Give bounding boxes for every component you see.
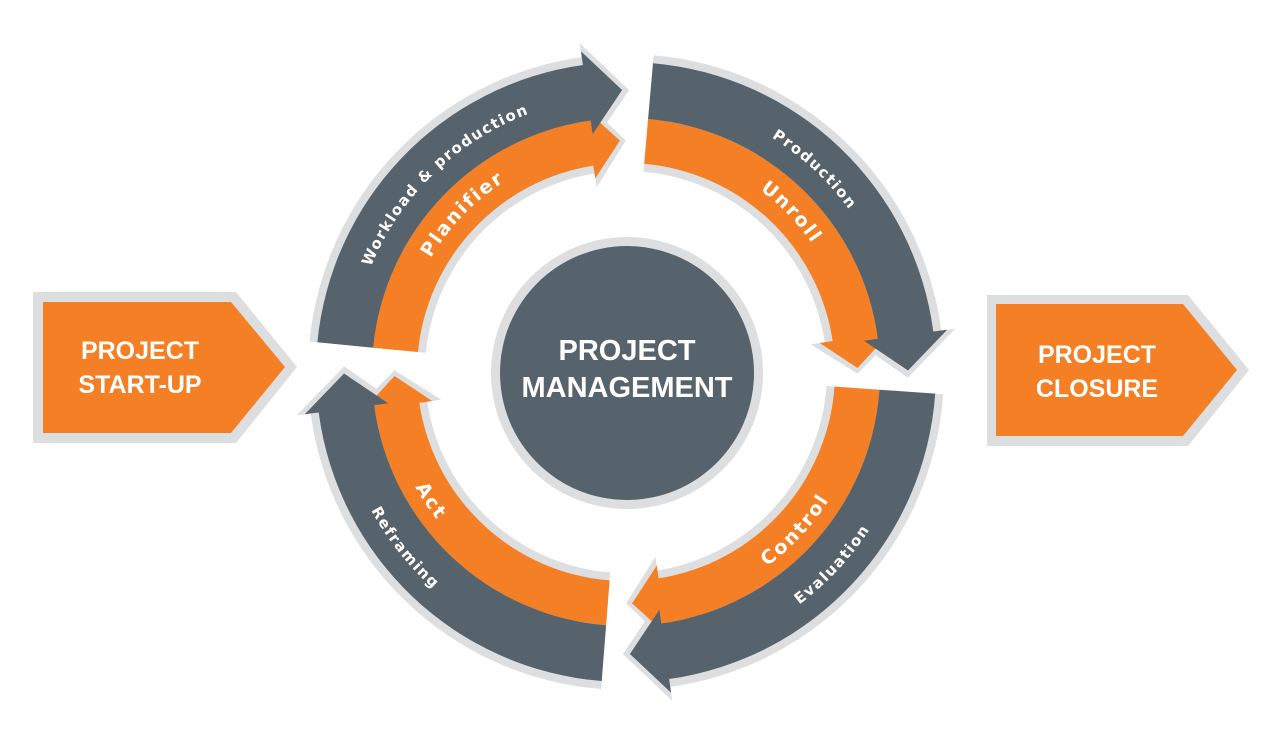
activity-arrow-bottom-left (304, 373, 607, 681)
end-box-line2: CLOSURE (1036, 375, 1158, 403)
phase-arrow-bottom-right (632, 386, 880, 636)
end-box-line1: PROJECT (1038, 341, 1156, 369)
hub-line1: PROJECT (559, 335, 696, 367)
project-start-up-box: PROJECT START-UP (33, 292, 297, 443)
phase-arrow-top-right (644, 119, 891, 368)
phase-arrow-bottom-left (361, 376, 610, 626)
start-box-line2: START-UP (78, 371, 201, 399)
end-box-fill (996, 304, 1237, 436)
activity-arrow-bottom-right (629, 389, 936, 693)
hub-line2: MANAGEMENT (521, 372, 732, 404)
start-box-fill (43, 302, 285, 433)
project-management-hub: PROJECT MANAGEMENT (491, 237, 763, 509)
activity-arrow-top-right (648, 63, 948, 371)
activity-arrow-top-left (317, 51, 623, 348)
phase-arrow-top-left (373, 108, 620, 352)
start-box-line1: PROJECT (81, 337, 199, 365)
cycle-arrows (304, 51, 948, 693)
hub-fill (500, 246, 754, 500)
project-closure-box: PROJECT CLOSURE (987, 295, 1249, 446)
